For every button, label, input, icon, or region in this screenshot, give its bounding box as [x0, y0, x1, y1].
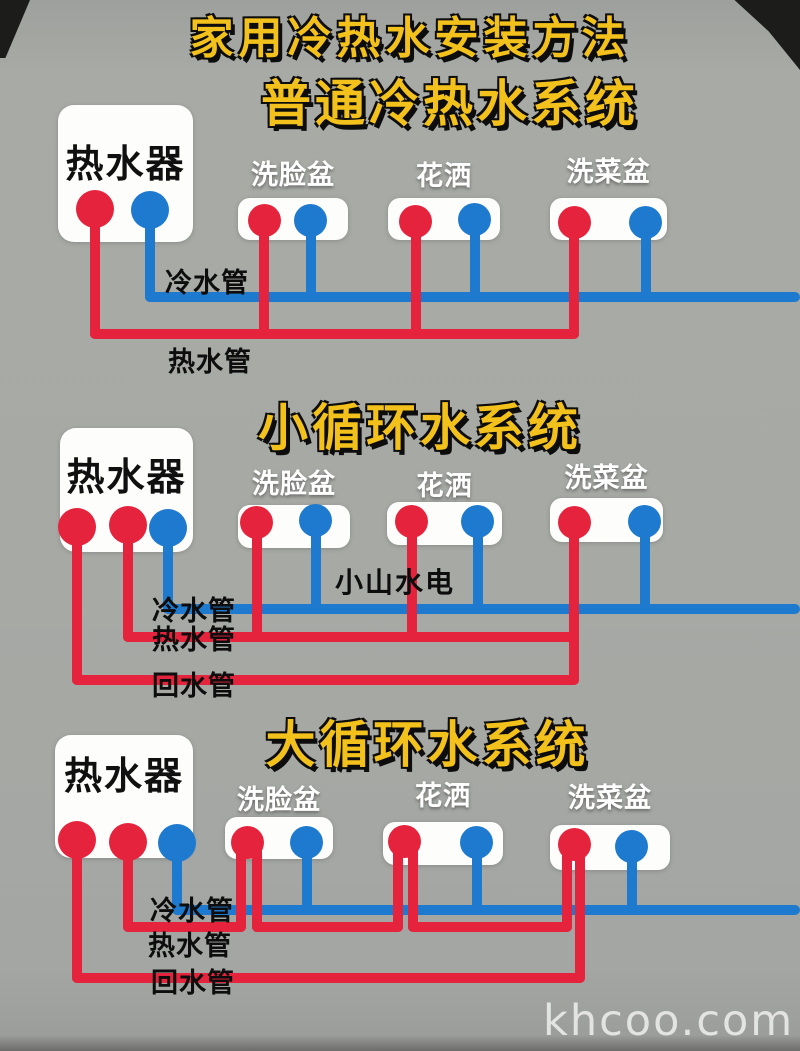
hot-water-branch-pipe	[90, 209, 100, 339]
heater-return-port	[58, 821, 96, 859]
heater-cold-port	[149, 509, 187, 547]
cold-pipe-label: 冷水管	[150, 896, 234, 927]
cold-water-branch-pipe	[145, 210, 155, 302]
cold-water-main-pipe	[163, 604, 800, 614]
watermark-brand: 小山水电	[335, 566, 456, 599]
hot-pipe-label: 热水管	[148, 931, 232, 962]
return-pipe-label: 回水管	[152, 671, 236, 702]
heater-hot-port	[76, 190, 114, 228]
hot-loop-return-leg-pipe	[575, 845, 585, 983]
hot-loop-up-leg-pipe	[393, 842, 403, 932]
basin-hot-port	[248, 204, 281, 237]
hot-water-end-branch-pipe	[569, 523, 579, 685]
water-heater-label: 热水器	[63, 754, 184, 798]
heater-cold-port	[131, 191, 169, 229]
basin-cold-port	[299, 504, 332, 537]
sink-cold-port	[629, 206, 662, 239]
shower-cold-port	[458, 203, 491, 236]
shower-hot-port	[399, 205, 432, 238]
sink-hot-port	[558, 506, 591, 539]
cold-water-branch-pipe	[472, 843, 482, 915]
hot-water-branch-pipe	[407, 522, 417, 642]
basin-cold-port	[294, 204, 327, 237]
sink-hot-port	[558, 828, 591, 861]
return-water-riser-pipe	[72, 527, 82, 685]
shower-label: 花洒	[416, 161, 472, 192]
sink-hot-port	[558, 206, 591, 239]
hot-loop-up-leg-pipe	[562, 845, 572, 932]
cold-water-branch-pipe	[306, 220, 316, 302]
basin-cold-port	[290, 826, 323, 859]
heater-cold-port	[158, 824, 196, 862]
cold-water-branch-pipe	[311, 521, 321, 614]
sink-cold-port	[615, 830, 648, 863]
return-pipe-label: 回水管	[151, 968, 235, 999]
sink-label: 洗菜盆	[566, 157, 651, 188]
hot-water-main-pipe	[252, 922, 403, 932]
system-large-circulation-title: 大循环水系统	[265, 716, 590, 774]
cold-water-branch-pipe	[641, 222, 651, 302]
watermark-site: khcoo.com	[543, 996, 795, 1046]
hot-water-main-pipe	[123, 922, 246, 932]
sink-cold-port	[628, 505, 661, 538]
cold-water-branch-pipe	[163, 528, 173, 614]
hot-water-branch-pipe	[569, 223, 579, 339]
shower-hot-port	[395, 505, 428, 538]
hot-loop-down-leg-pipe	[252, 843, 262, 932]
hot-water-main-pipe	[408, 922, 572, 932]
sink-label: 洗菜盆	[564, 463, 649, 494]
shower-hot-port	[388, 825, 421, 858]
hot-water-main-pipe	[90, 329, 579, 339]
photo-bottom-shade	[0, 1035, 800, 1051]
cold-water-branch-pipe	[473, 522, 483, 614]
hot-water-branch-pipe	[411, 222, 421, 339]
cold-water-branch-pipe	[470, 219, 480, 302]
basin-label: 洗脸盆	[237, 785, 321, 816]
cold-water-main-pipe	[172, 905, 800, 915]
hot-loop-down-leg-pipe	[408, 842, 418, 932]
cold-water-branch-pipe	[627, 847, 637, 915]
page-title: 家用冷热水安装方法	[189, 13, 631, 64]
hot-pipe-label: 热水管	[152, 625, 236, 656]
cold-water-branch-pipe	[172, 843, 182, 915]
heater-hot-port	[109, 823, 147, 861]
cold-pipe-label: 冷水管	[152, 596, 236, 627]
hot-water-branch-pipe	[259, 221, 269, 339]
shower-cold-port	[460, 826, 493, 859]
photo-dark-corner-left	[0, 0, 30, 58]
basin-label: 洗脸盆	[251, 160, 335, 191]
basin-label: 洗脸盆	[252, 469, 336, 500]
basin-hot-port	[240, 506, 273, 539]
cold-pipe-label: 冷水管	[165, 268, 249, 299]
hot-water-supply-pipe	[123, 842, 133, 932]
system-small-circulation-title: 小循环水系统	[258, 399, 582, 457]
water-heater-label: 热水器	[66, 455, 187, 499]
hot-water-branch-pipe	[252, 523, 262, 642]
water-heater-box: 热水器	[58, 105, 193, 242]
cold-water-branch-pipe	[302, 843, 312, 915]
system-ordinary-title: 普通冷热水系统	[261, 75, 639, 133]
return-water-main-pipe	[72, 973, 585, 983]
cold-water-branch-pipe	[640, 522, 650, 614]
hot-loop-up-leg-pipe	[236, 843, 246, 932]
hot-pipe-label: 热水管	[168, 347, 252, 378]
heater-return-port	[58, 508, 96, 546]
shower-cold-port	[461, 505, 494, 538]
return-water-main-pipe	[72, 675, 579, 685]
basin-hot-port	[231, 826, 264, 859]
water-heater-label: 热水器	[65, 142, 186, 186]
shower-label: 花洒	[416, 471, 473, 502]
shower-label: 花洒	[415, 781, 471, 812]
return-water-riser-pipe	[72, 840, 82, 983]
sink-label: 洗菜盆	[568, 783, 652, 814]
hot-water-main-pipe	[123, 632, 579, 642]
hot-water-supply-pipe	[123, 525, 133, 642]
cold-water-main-pipe	[145, 292, 800, 302]
heater-hot-port	[109, 506, 147, 544]
photo-dark-corner-right	[734, 0, 800, 70]
